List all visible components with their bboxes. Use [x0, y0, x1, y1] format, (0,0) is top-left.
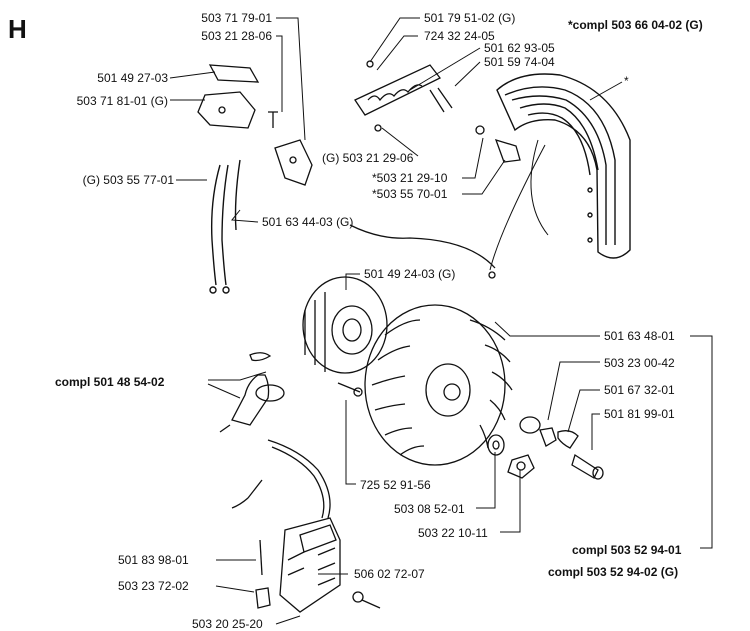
leader-bracket	[690, 335, 713, 549]
leader-503237202	[215, 585, 255, 593]
leader-503212806	[276, 35, 283, 112]
label-501819901: 501 81 99-01	[604, 407, 675, 421]
leader-503221011	[500, 470, 521, 533]
label-501673201: 501 67 32-01	[604, 383, 675, 397]
leader-501629305	[409, 47, 481, 91]
label-503221011: 503 22 10-11	[418, 526, 488, 540]
label-724322405: 724 32 24-05	[424, 29, 495, 43]
leader-503202520	[275, 615, 301, 625]
ignition-coil	[219, 352, 381, 613]
leader-star	[589, 81, 623, 101]
label-501634403: 501 63 44-03 (G)	[262, 215, 354, 229]
label-compl503529402: compl 503 52 94-02 (G)	[548, 565, 679, 579]
leader-503085201	[476, 452, 496, 509]
leader-503212906	[381, 127, 419, 157]
label-503237202: 503 23 72-02	[118, 579, 189, 593]
leader-503212910	[462, 137, 484, 179]
leader-501673201	[567, 389, 600, 433]
label-503202520: 503 20 25-20	[192, 617, 263, 631]
leader-501492403	[345, 273, 360, 290]
leader-501795102	[369, 17, 420, 63]
cables	[209, 159, 241, 294]
label-503557701: (G) 503 55 77-01	[82, 173, 174, 187]
leader-725529156	[345, 400, 356, 485]
flywheel	[364, 304, 513, 466]
stator	[302, 276, 388, 374]
leader-compl501485402	[208, 371, 267, 381]
leader-503230042	[547, 361, 600, 421]
small-parts	[337, 382, 604, 480]
leader-501492703	[169, 71, 216, 79]
label-503212906: (G) 503 21 29-06	[322, 151, 414, 165]
label-star: *	[624, 74, 629, 88]
label-compl503660402: *compl 503 66 04-02 (G)	[568, 18, 703, 32]
label-501795102: 501 79 51-02 (G)	[424, 11, 516, 25]
label-503557001: *503 55 70-01	[372, 187, 448, 201]
label-503718101: 503 71 81-01 (G)	[76, 94, 168, 108]
starter-cover	[489, 73, 631, 271]
label-503212910: *503 21 29-10	[372, 171, 448, 185]
label-501634801: 501 63 48-01	[604, 329, 675, 343]
brackets	[197, 64, 260, 129]
leader-503557001	[462, 159, 506, 195]
mounting-plate	[349, 60, 521, 279]
label-503212806: 503 21 28-06	[201, 29, 272, 43]
leader-501634403	[231, 209, 259, 223]
leader-501597404	[454, 61, 481, 87]
ignition-module	[268, 111, 313, 186]
label-501839801: 501 83 98-01	[118, 553, 189, 567]
label-503230042: 503 23 00-42	[604, 356, 675, 370]
section-letter: H	[8, 14, 27, 44]
label-501597404: 501 59 74-04	[484, 55, 555, 69]
label-725529156: 725 52 91-56	[360, 478, 431, 492]
label-503717901: 503 71 79-01	[201, 11, 272, 25]
label-506027207: 506 02 72-07	[354, 567, 425, 581]
leader-724322405	[376, 35, 418, 71]
label-compl503529401: compl 503 52 94-01	[572, 543, 682, 557]
label-501629305: 501 62 93-05	[484, 41, 555, 55]
leader-501634801	[494, 321, 600, 337]
label-501492703: 501 49 27-03	[97, 71, 168, 85]
leader-501819901	[591, 413, 600, 450]
leader-compl501485402-b	[207, 383, 241, 399]
leader-503717901	[276, 17, 306, 141]
label-503085201: 503 08 52-01	[394, 502, 465, 516]
label-compl501485402: compl 501 48 54-02	[55, 375, 165, 389]
label-501492403: 501 49 24-03 (G)	[364, 267, 456, 281]
